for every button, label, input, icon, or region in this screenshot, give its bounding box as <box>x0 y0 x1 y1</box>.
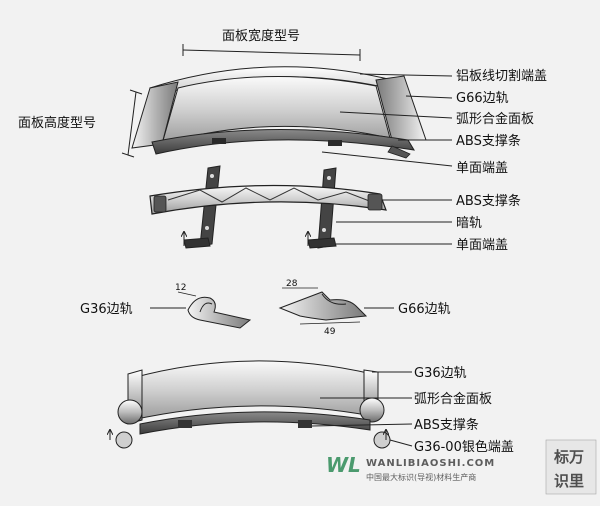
label-g36-00-cap: G36-00银色端盖 <box>414 439 514 455</box>
abs-zigzag <box>167 187 373 203</box>
label-abs-strip-mid: ABS支撑条 <box>456 193 521 209</box>
base-tab-2 <box>328 140 342 146</box>
label-curved-panel-bottom: 弧形合金面板 <box>414 391 492 407</box>
curved-panel-bottom-shape <box>131 360 373 421</box>
width-dimension <box>182 44 361 61</box>
watermark-tagline: 中国最大标识(导视)材料生产商 <box>366 472 476 482</box>
hidden-rail-right <box>317 167 337 249</box>
dim-12: 12 <box>175 283 186 293</box>
end-foot <box>387 145 411 159</box>
label-aluminum-end-cap: 铝板线切割端盖 <box>456 68 547 84</box>
label-g36-rail-detail: G36边轨 <box>80 302 133 317</box>
abs-end-left <box>153 195 167 213</box>
watermark-logo-icon: WL <box>326 453 361 477</box>
single-end-cap-right-shape <box>308 232 337 249</box>
dim-49: 49 <box>324 327 336 337</box>
dim-28: 28 <box>286 279 298 289</box>
g66-rail-detail-shape <box>278 287 368 325</box>
abs-end-right <box>367 193 383 211</box>
label-g66-rail-detail: G66边轨 <box>398 302 451 317</box>
height-dimension <box>121 89 143 158</box>
leaders-mid <box>336 199 452 245</box>
single-end-cap-left-shape <box>184 232 211 249</box>
label-curved-panel-top: 弧形合金面板 <box>456 111 534 127</box>
watermark-url: WANLIBIAOSHI.COM <box>366 458 495 469</box>
g36-rail-detail-shape <box>177 291 252 329</box>
label-single-end-cap-2: 单面端盖 <box>456 238 508 253</box>
watermark-badge-line2: 识里 <box>554 472 584 490</box>
label-abs-strip-top: ABS支撑条 <box>456 133 521 149</box>
abs-strip-bottom-shape <box>139 411 371 435</box>
label-panel-width-model: 面板宽度型号 <box>222 28 300 44</box>
label-panel-height-model: 面板高度型号 <box>18 115 96 131</box>
g36-rail-left-roll <box>115 369 143 449</box>
bottom-tab-2 <box>298 420 312 428</box>
bottom-tab-1 <box>178 420 192 428</box>
leaders-top <box>321 73 453 167</box>
label-abs-strip-bottom: ABS支撑条 <box>414 417 479 433</box>
abs-strip-mid-shape <box>149 184 387 215</box>
leaders-bottom <box>311 371 413 447</box>
base-tab-1 <box>212 138 226 144</box>
label-single-end-cap-1: 单面端盖 <box>456 161 508 176</box>
label-g66-rail-top: G66边轨 <box>456 91 509 106</box>
watermark-badge-line1: 标万 <box>553 448 584 466</box>
label-hidden-rail: 暗轨 <box>456 216 482 231</box>
watermark-badge <box>545 439 597 495</box>
label-g36-rail-bottom: G36边轨 <box>414 366 467 381</box>
watermark: WL WANLIBIAOSHI.COM 中国最大标识(导视)材料生产商 标万 识… <box>326 439 597 495</box>
